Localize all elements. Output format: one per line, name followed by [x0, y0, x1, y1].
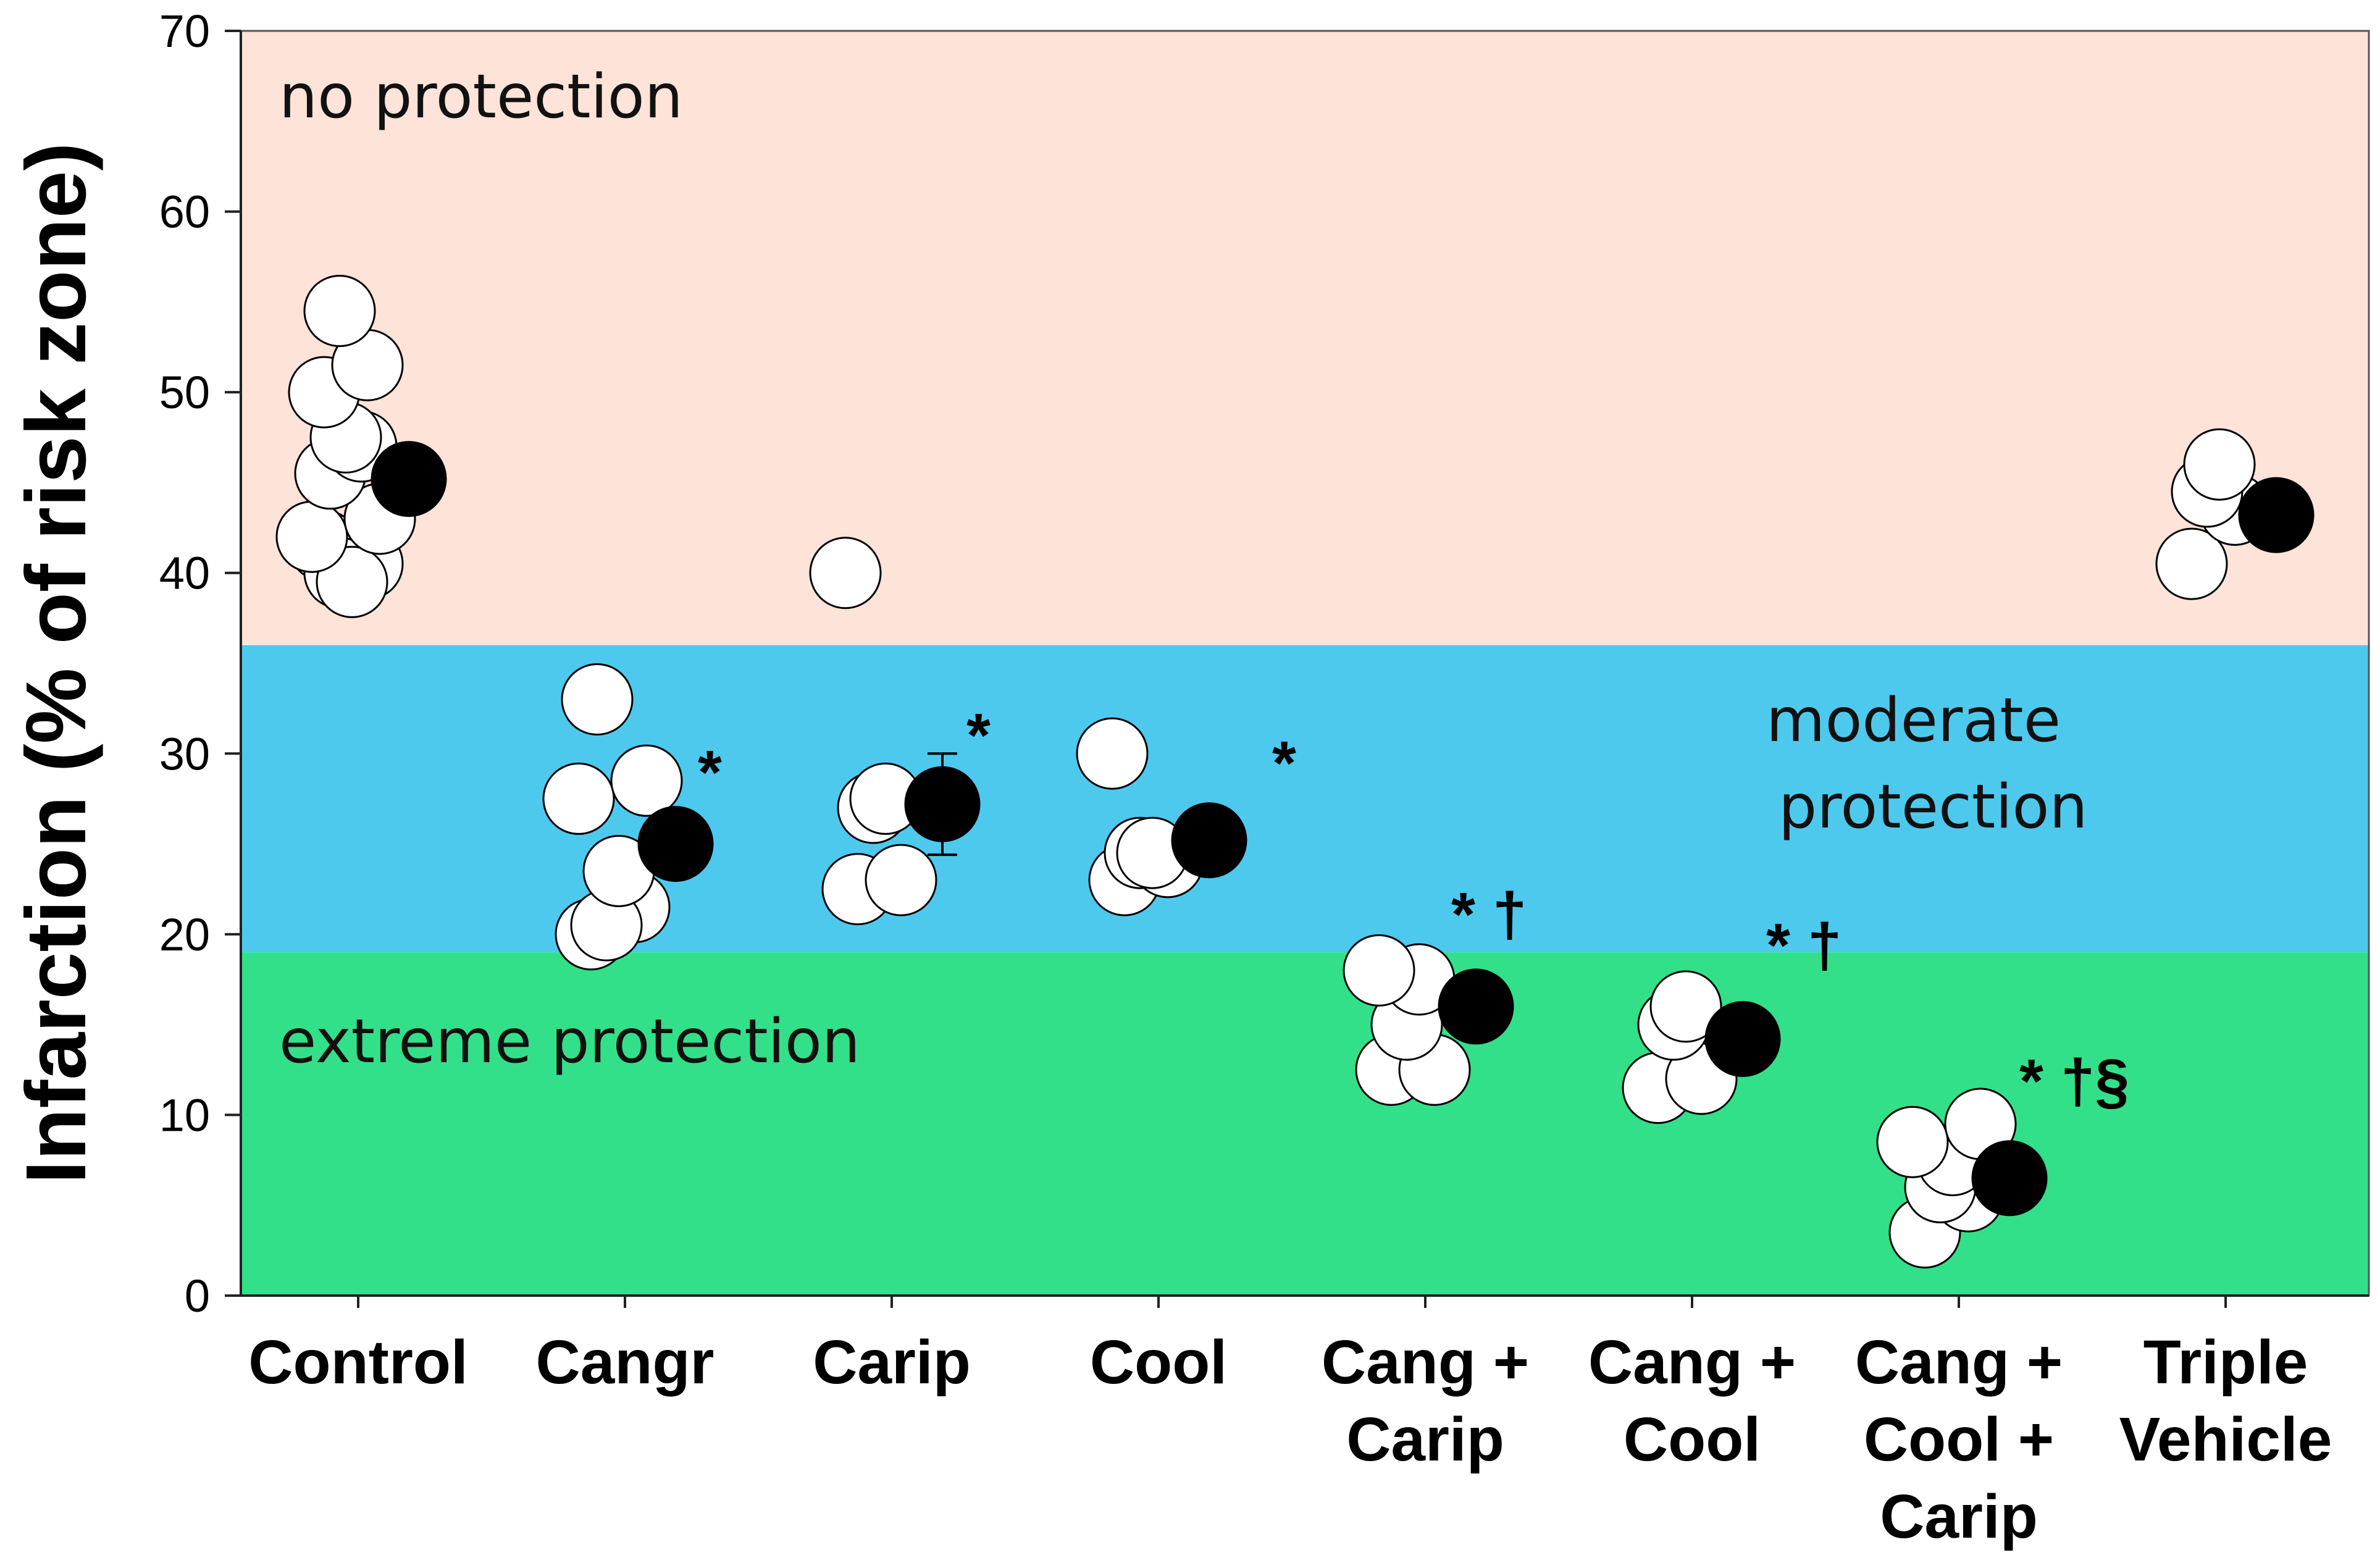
- individual-point: [1649, 970, 1722, 1043]
- x-category-label: Carip: [1346, 1405, 1504, 1474]
- zone-label: protection: [1779, 772, 2088, 842]
- x-category-label: Cool: [1624, 1405, 1761, 1474]
- x-category-label: Cool +: [1864, 1405, 2054, 1474]
- x-category-label: Control: [248, 1328, 467, 1397]
- x-category-label: Cool: [1090, 1328, 1227, 1397]
- mean-point: [1438, 968, 1514, 1045]
- x-category-label: Cang +: [1322, 1328, 1529, 1397]
- individual-point: [1876, 1105, 1949, 1178]
- x-category-label: Cang +: [1588, 1328, 1796, 1397]
- y-tick-label: 40: [159, 548, 210, 599]
- mean-point: [2238, 477, 2315, 553]
- significance-marker: * †§: [2019, 1047, 2129, 1116]
- individual-point: [303, 274, 376, 347]
- y-tick-label: 0: [185, 1270, 210, 1322]
- x-category-label: Carip: [813, 1328, 971, 1397]
- y-tick-label: 50: [159, 367, 210, 418]
- zone-band: [241, 31, 2369, 645]
- individual-point: [809, 537, 882, 610]
- data-points: [275, 274, 2315, 1269]
- mean-point: [637, 806, 714, 882]
- y-tick-label: 20: [159, 909, 210, 960]
- x-category-label: Cangr: [536, 1328, 714, 1397]
- individual-point: [275, 500, 348, 573]
- individual-point: [561, 663, 634, 736]
- x-category-label: Triple: [2143, 1328, 2308, 1397]
- individual-point: [610, 744, 683, 817]
- labels: no protection moderate protection extreme p…: [9, 6, 2332, 1551]
- mean-point: [1171, 802, 1247, 879]
- y-tick-label: 10: [159, 1089, 210, 1141]
- individual-point: [542, 762, 615, 835]
- individual-point: [2183, 428, 2256, 501]
- individual-point: [1343, 934, 1415, 1007]
- mean-point: [904, 766, 981, 842]
- y-axis-title: Infarction (% of risk zone): [9, 143, 104, 1184]
- individual-point: [865, 844, 937, 916]
- x-category-label: Cang +: [1855, 1328, 2063, 1397]
- significance-marker: * †: [1766, 911, 1842, 980]
- y-tick-label: 30: [159, 728, 210, 779]
- zone-band: [241, 952, 2369, 1296]
- significance-marker: *: [698, 738, 722, 807]
- zone-label: extreme protection: [279, 1007, 860, 1077]
- individual-point: [1076, 717, 1149, 790]
- x-category-label: Carip: [1880, 1482, 2038, 1551]
- mean-point: [1704, 1001, 1781, 1078]
- mean-point: [1971, 1140, 2048, 1217]
- zone-label: no protection: [279, 62, 683, 132]
- significance-marker: * †: [1451, 880, 1527, 949]
- y-tick-label: 60: [159, 186, 210, 238]
- individual-point: [2155, 527, 2228, 600]
- mean-point: [371, 441, 447, 518]
- significance-marker: *: [1272, 729, 1296, 798]
- x-category-label: Vehicle: [2119, 1405, 2332, 1474]
- zone-label: moderate: [1766, 685, 2061, 756]
- significance-marker: *: [966, 701, 991, 770]
- y-tick-label: 70: [159, 6, 210, 57]
- axes: [225, 30, 2370, 1308]
